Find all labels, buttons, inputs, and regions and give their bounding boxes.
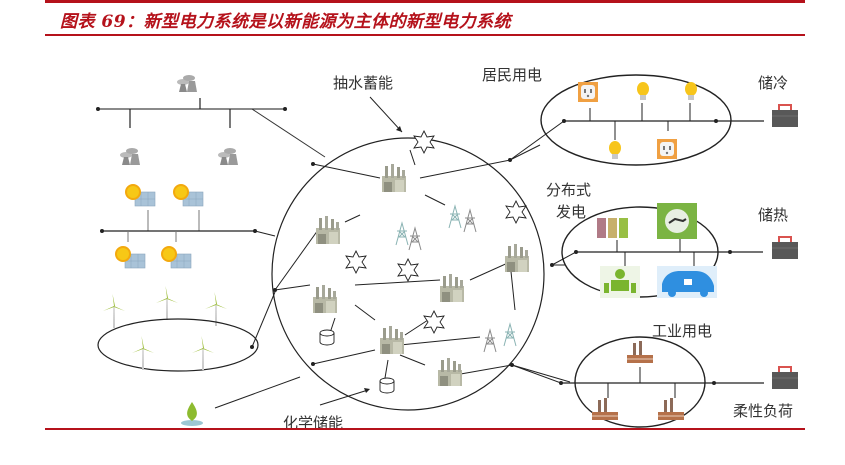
light-bulb-icon: [609, 141, 621, 159]
residential-label: 居民用电: [482, 66, 542, 84]
transmission-tower-icon: [448, 205, 462, 229]
distributed-label-1: 分布式: [546, 181, 591, 199]
distributed-label-2: 发电: [556, 203, 586, 221]
title-rule: [45, 34, 805, 36]
thermal-plant-icon: [120, 148, 140, 165]
storage-star-icon: [413, 130, 435, 154]
storage-star-icon: [345, 250, 367, 274]
thermal-plant-icon: [218, 148, 238, 165]
chemical-storage-label: 化学储能: [283, 414, 343, 432]
wind-turbine-icon: [156, 286, 178, 320]
wind-turbine-icon: [103, 294, 125, 328]
storage-star-icon: [397, 258, 419, 282]
industrial-label: 工业用电: [652, 322, 712, 340]
charging-plug-icon: [657, 203, 697, 239]
main-grid-circle: [271, 130, 571, 411]
thermal-generation-bus: [96, 75, 326, 165]
transmission-tower-icon: [463, 209, 477, 233]
industrial-plant-icon: [591, 397, 619, 421]
battery-case-icon: [771, 366, 799, 390]
transmission-tower-icon: [395, 222, 409, 246]
chemical-storage-arrow: [319, 389, 369, 406]
power-socket-icon: [578, 82, 598, 102]
robot-icon: [600, 266, 640, 298]
factory-substation-icon: [505, 244, 529, 272]
thermal-plant-icon: [177, 75, 197, 92]
wind-generation-cluster: [97, 286, 276, 372]
residential-load-cluster: 居民用电: [482, 66, 764, 166]
electric-car-icon: [657, 266, 717, 298]
transmission-tower-icon: [483, 329, 497, 353]
factory-substation-icon: [316, 216, 340, 244]
heat-storage-label: 储热: [758, 206, 788, 224]
figure-title: 图表 69：新型电力系统是以新能源为主体的新型电力系统: [60, 12, 512, 32]
solar-generation-bus: [100, 183, 276, 269]
industrial-plant-icon: [626, 340, 654, 364]
storage-cylinder-icon: [379, 377, 395, 394]
storage-star-icon: [423, 310, 445, 334]
wind-turbine-icon: [192, 336, 214, 370]
solar-panel-icon: [124, 183, 156, 207]
light-bulb-icon: [637, 82, 649, 100]
factory-substation-icon: [438, 358, 462, 386]
wind-turbine-icon: [132, 336, 154, 370]
factory-substation-icon: [313, 285, 337, 313]
storage-star-icon: [505, 200, 527, 224]
solar-panel-icon: [114, 245, 146, 269]
top-rule: [45, 0, 805, 3]
bottom-rule: [45, 428, 805, 430]
power-socket-icon: [657, 139, 677, 159]
hydro-drop-icon: [187, 402, 197, 421]
pumped-storage-label: 抽水蓄能: [333, 74, 393, 92]
battery-icon: [597, 218, 628, 238]
factory-substation-icon: [382, 164, 406, 192]
solar-panel-icon: [172, 183, 204, 207]
transmission-tower-icon: [503, 323, 517, 347]
storage-cylinder-icon: [319, 329, 335, 346]
distributed-generation-cluster: 分布式 发电: [546, 181, 763, 298]
factory-substation-icon: [380, 326, 404, 354]
light-bulb-icon: [685, 82, 697, 100]
industrial-load-cluster: 工业用电: [511, 322, 764, 428]
battery-case-icon: [771, 104, 799, 128]
industrial-plant-icon: [657, 397, 685, 421]
pumped-storage-arrow: [369, 96, 403, 133]
transmission-tower-icon: [408, 227, 422, 251]
factory-substation-icon: [440, 274, 464, 302]
flexible-load-label: 柔性负荷: [733, 402, 793, 420]
cold-storage-label: 储冷: [758, 74, 788, 92]
hydro-source: [181, 376, 301, 426]
solar-panel-icon: [160, 245, 192, 269]
battery-case-icon: [771, 236, 799, 260]
